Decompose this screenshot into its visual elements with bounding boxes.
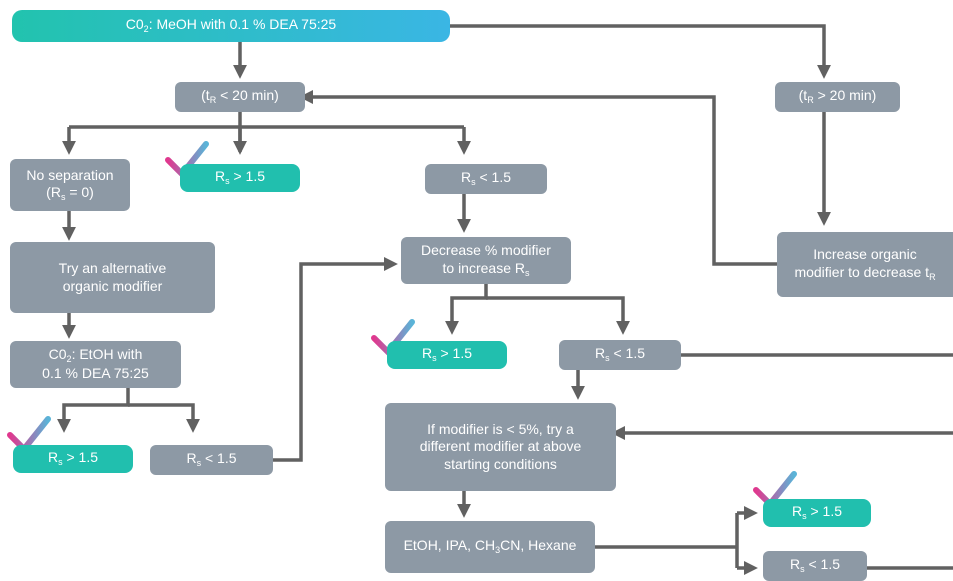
increase-modifier-line1: Increase organic xyxy=(813,246,917,263)
etoh-conditions-line2: 0.1 % DEA 75:25 xyxy=(42,365,149,382)
if-modifier-box: If modifier is < 5%, try a different mod… xyxy=(385,403,616,491)
resolution-good-box: Rs > 1.5 xyxy=(763,499,871,527)
no-separation-box: No separation (Rs = 0) xyxy=(10,159,130,211)
if-modifier-line2: different modifier at above xyxy=(419,438,582,455)
decrease-modifier-box: Decrease % modifier to increase Rs xyxy=(401,237,571,284)
connector xyxy=(450,24,831,79)
retention-under-20-box: (tR < 20 min) xyxy=(175,82,305,112)
resolution-poor-box: Rs < 1.5 xyxy=(150,445,273,475)
if-modifier-line3: starting conditions xyxy=(444,455,557,472)
resolution-good-label: Rs > 1.5 xyxy=(421,345,473,364)
connector xyxy=(299,90,777,266)
resolution-poor-label: Rs < 1.5 xyxy=(789,556,841,575)
resolution-good-box: Rs > 1.5 xyxy=(13,445,133,473)
resolution-poor-box: Rs < 1.5 xyxy=(559,340,681,370)
start-conditions-label: C02: MeOH with 0.1 % DEA 75:25 xyxy=(125,16,337,35)
try-alternative-box: Try an alternative organic modifier xyxy=(10,242,215,313)
resolution-good-box: Rs > 1.5 xyxy=(180,164,300,192)
solvents-box: EtOH, IPA, CH3CN, Hexane xyxy=(385,521,595,573)
resolution-good-label: Rs > 1.5 xyxy=(791,503,843,522)
connector xyxy=(57,388,130,433)
no-separation-line1: No separation xyxy=(26,166,114,183)
resolution-poor-box: Rs < 1.5 xyxy=(763,551,867,581)
increase-modifier-box: Increase organic modifier to decrease tR xyxy=(777,232,953,297)
start-conditions-box: C02: MeOH with 0.1 % DEA 75:25 xyxy=(12,10,450,42)
decrease-modifier-line1: Decrease % modifier xyxy=(421,242,551,259)
resolution-good-label: Rs > 1.5 xyxy=(214,168,266,187)
connector xyxy=(486,296,630,335)
try-alternative-line1: Try an alternative xyxy=(58,260,167,276)
if-modifier-line1: If modifier is < 5%, try a xyxy=(427,420,574,437)
connector xyxy=(128,403,200,433)
connector xyxy=(445,284,488,335)
resolution-poor-box: Rs < 1.5 xyxy=(425,164,547,194)
increase-modifier-line2: modifier to decrease tR xyxy=(794,263,936,282)
resolution-poor-label: Rs < 1.5 xyxy=(594,345,646,364)
decrease-modifier-line2: to increase Rs xyxy=(442,259,530,278)
resolution-good-box: Rs > 1.5 xyxy=(387,341,507,369)
retention-over-20-label: (tR > 20 min) xyxy=(798,87,877,106)
connector xyxy=(273,257,398,462)
retention-under-20-label: (tR < 20 min) xyxy=(201,87,279,106)
try-alternative-line2: organic modifier xyxy=(62,277,163,294)
resolution-poor-label: Rs < 1.5 xyxy=(460,169,512,188)
no-separation-line2: (Rs = 0) xyxy=(46,184,94,203)
resolution-good-label: Rs > 1.5 xyxy=(47,449,99,468)
etoh-conditions-box: C02: EtOH with 0.1 % DEA 75:25 xyxy=(10,341,181,388)
etoh-conditions-line1: C02: EtOH with xyxy=(48,346,143,365)
retention-over-20-box: (tR > 20 min) xyxy=(775,82,900,112)
resolution-poor-label: Rs < 1.5 xyxy=(186,450,237,469)
solvents-label: EtOH, IPA, CH3CN, Hexane xyxy=(403,537,577,556)
